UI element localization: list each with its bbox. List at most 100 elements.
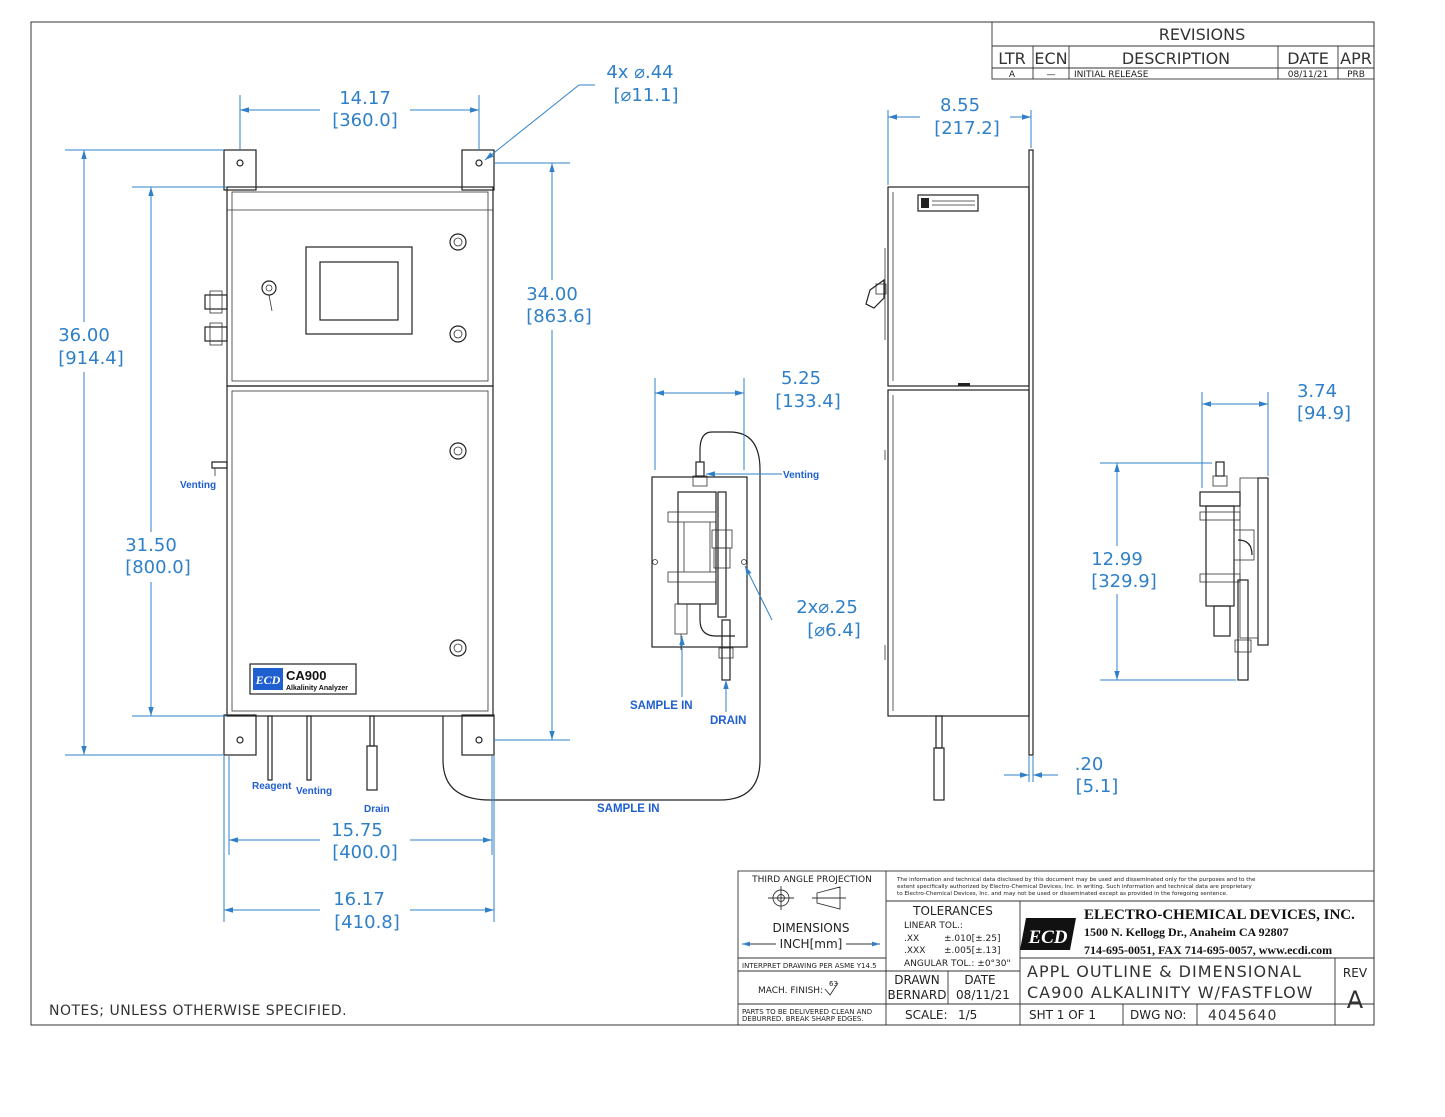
surface-finish-icon: [824, 982, 839, 996]
dim-lower-height: 31.50 [800.0]: [118, 186, 227, 717]
label-reagent: Reagent: [252, 781, 292, 792]
door-screw: [449, 639, 467, 657]
dim-hole-callout: 4x ⌀.44 [⌀11.1]: [484, 62, 679, 161]
label-drain: Drain: [364, 804, 390, 815]
key-lock: [261, 280, 277, 296]
rev-row-apr: PRB: [1347, 70, 1365, 80]
tb-mach-finish: MACH. FINISH:: [758, 986, 823, 996]
tb-linear-tol: LINEAR TOL.:: [904, 921, 963, 931]
svg-text:[⌀6.4]: [⌀6.4]: [807, 620, 861, 641]
lower-enclosure: [226, 385, 494, 717]
mount-tab-bottom-right: [461, 714, 495, 756]
svg-text:[863.6]: [863.6]: [526, 306, 592, 327]
svg-text:[410.8]: [410.8]: [334, 912, 400, 933]
drain-tube: [369, 715, 375, 747]
tb-tol-xx: ±.010[±.25]: [944, 934, 1000, 944]
tb-drawn-by: BERNARD: [888, 988, 947, 1002]
projection-symbol-icon: [768, 886, 846, 910]
company-logo-text: ECD: [1027, 927, 1067, 948]
tb-tol-xxx: ±.005[±.13]: [944, 946, 1000, 956]
rev-row-ltr: A: [1009, 70, 1016, 80]
dim-fastflow-side-depth: 3.74 [94.9]: [1201, 381, 1351, 488]
tb-title-1: APPL OUTLINE & DIMENSIONAL: [1027, 962, 1302, 981]
front-view: ECD CA900 Alkalinity Analyzer: [204, 149, 761, 801]
tb-company: ELECTRO-CHEMICAL DEVICES, INC.: [1084, 907, 1355, 923]
reagent-tube: [267, 715, 273, 781]
svg-text:[133.4]: [133.4]: [775, 391, 841, 412]
side-latch: [865, 278, 885, 309]
tb-parts-note-1: PARTS TO BE DELIVERED CLEAN AND: [742, 1008, 872, 1016]
svg-text:14.17: 14.17: [339, 88, 391, 109]
rev-header-date: DATE: [1287, 49, 1329, 68]
venting-tube: [306, 715, 312, 781]
fastflow-side-view: [1199, 461, 1269, 681]
mount-hole: [236, 736, 244, 744]
side-view: [865, 149, 1034, 801]
tb-dimensions-units: INCH[mm]: [780, 937, 843, 951]
svg-text:3.74: 3.74: [1297, 381, 1337, 402]
product-label: [249, 663, 357, 695]
dim-fastflow-side-height: 12.99 [329.9]: [1082, 462, 1236, 681]
svg-text:5.25: 5.25: [781, 368, 821, 389]
tb-sheet: SHT 1 OF 1: [1029, 1008, 1096, 1022]
door-screw: [449, 442, 467, 460]
tb-projection: THIRD ANGLE PROJECTION: [751, 875, 872, 885]
rev-header-ecn: ECN: [1034, 49, 1067, 68]
svg-text:[94.9]: [94.9]: [1297, 403, 1351, 424]
tb-tol-xxx-key: .XXX: [904, 946, 925, 956]
cable-gland: [204, 290, 228, 314]
rev-row-ecn: —: [1047, 70, 1056, 80]
svg-text:[400.0]: [400.0]: [332, 842, 398, 863]
mount-tab-top-left: [223, 149, 257, 191]
tb-dwg-no: 4045640: [1208, 1008, 1277, 1024]
tb-angular-tol: ANGULAR TOL.: ±0°30": [904, 959, 1011, 969]
drain-outlet: [721, 619, 731, 681]
mount-hole: [236, 159, 244, 167]
svg-text:31.50: 31.50: [125, 535, 177, 556]
tb-title-2: CA900 ALKALINITY W/FASTFLOW: [1027, 983, 1314, 1002]
fastflow-label-sample-in: SAMPLE IN: [630, 700, 693, 712]
product-name: CA900: [286, 668, 326, 683]
tb-scale-value: 1/5: [958, 1008, 977, 1022]
dim-overall-height: 36.00 [914.4]: [52, 149, 224, 756]
svg-text:4x ⌀.44: 4x ⌀.44: [606, 62, 673, 83]
svg-text:2x⌀.25: 2x⌀.25: [796, 597, 858, 618]
tb-rev-label: REV: [1343, 966, 1368, 980]
svg-text:8.55: 8.55: [940, 95, 980, 116]
tb-address: 1500 N. Kellogg Dr., Anaheim CA 92807: [1084, 925, 1289, 939]
tb-drawn-label: DRAWN: [894, 973, 940, 987]
revisions-table: REVISIONS LTR ECN DESCRIPTION DATE APR A…: [991, 21, 1375, 80]
side-back-plate: [1028, 149, 1034, 756]
fastflow-label-drain: DRAIN: [710, 715, 746, 727]
dim-enclosure-width: 15.75 [400.0]: [228, 756, 493, 866]
svg-text:[217.2]: [217.2]: [934, 118, 1000, 139]
side-tag: [917, 194, 979, 212]
revisions-title: REVISIONS: [1159, 25, 1245, 44]
tb-dwg-label: DWG NO:: [1130, 1008, 1186, 1022]
svg-text:36.00: 36.00: [58, 325, 110, 346]
rev-header-ltr: LTR: [998, 49, 1026, 68]
svg-text:.20: .20: [1075, 754, 1104, 775]
label-venting-bottom: Venting: [296, 786, 332, 797]
dim-hole-spacing: 34.00 [863.6]: [494, 162, 602, 741]
dim-side-depth: 8.55 [217.2]: [887, 92, 1032, 185]
tb-disclaimer-1: The information and technical data discl…: [896, 877, 1256, 883]
tb-disclaimer-2: extent specifically authorized by Electr…: [897, 884, 1252, 890]
tb-disclaimer-3: to Electro-Chemical Devices, Inc. and ma…: [897, 891, 1228, 897]
tb-mach-finish-value: 63: [829, 980, 838, 988]
svg-text:[⌀11.1]: [⌀11.1]: [614, 85, 679, 106]
fastflow-front-view: [651, 461, 748, 681]
svg-text:[360.0]: [360.0]: [332, 110, 398, 131]
door-screw: [449, 233, 467, 251]
touch-display: [305, 246, 413, 335]
rev-header-apr: APR: [1340, 49, 1372, 68]
sheet-border: [30, 21, 1375, 1026]
dim-fastflow-holes: 2x⌀.25 [⌀6.4]: [744, 565, 861, 641]
ecd-logo: [253, 668, 283, 690]
svg-text:15.75: 15.75: [331, 820, 383, 841]
side-upper-enclosure: [887, 186, 1030, 387]
dim-overall-width: 16.17 [410.8]: [223, 756, 495, 936]
vent-fitting: [211, 461, 228, 469]
tb-tol-xx-key: .XX: [904, 934, 919, 944]
